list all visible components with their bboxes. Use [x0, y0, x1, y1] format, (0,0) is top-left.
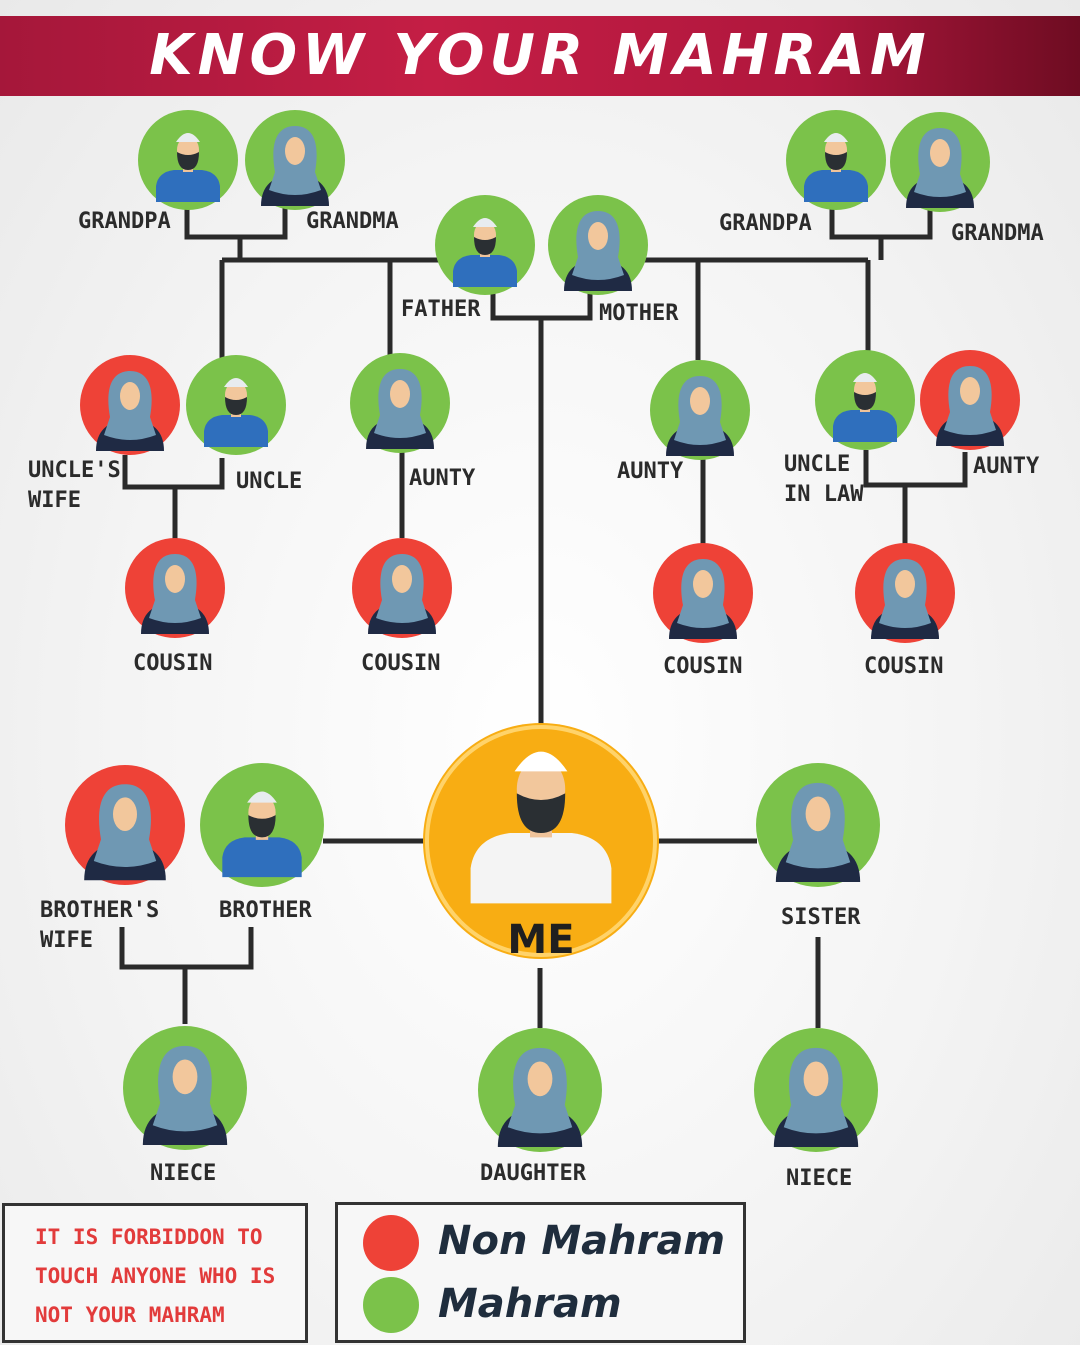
label-cousin-2: COUSIN	[361, 651, 440, 676]
person-brothers-wife	[65, 765, 185, 885]
woman-face	[895, 570, 915, 598]
person-cousin-2	[352, 538, 452, 638]
woman-face	[165, 565, 185, 593]
man-cap	[247, 791, 277, 803]
woman-face	[588, 222, 608, 250]
me-ring	[425, 725, 657, 957]
label-cousin-3: COUSIN	[663, 654, 742, 679]
woman-face	[693, 570, 713, 598]
person-sister	[756, 763, 880, 887]
person-sisters-niece	[754, 1028, 878, 1152]
legend-mahram-label: Mahram	[438, 1281, 622, 1327]
page-title: KNOW YOUR MAHRAM	[149, 23, 931, 88]
person-daughter	[478, 1028, 602, 1152]
man-beard	[248, 815, 276, 838]
man-shirt	[833, 410, 897, 442]
man-shirt	[156, 170, 220, 202]
woman-face	[392, 565, 412, 593]
woman-face	[803, 1061, 829, 1097]
man-shirt	[804, 170, 868, 202]
legend-non-mahram-label: Non Mahram	[438, 1218, 726, 1264]
label-sister: SISTER	[781, 905, 861, 930]
label-brother: BROTHER	[219, 898, 312, 923]
man-beard	[854, 392, 876, 410]
family-tree-diagram: ME GRANDPA GRANDMA FATHER MOTHER GRANDPA GRAN…	[28, 110, 1044, 1191]
man-cap	[473, 218, 497, 227]
man-beard	[225, 397, 247, 415]
woman-face	[172, 1059, 198, 1095]
label-cousin-1: COUSIN	[133, 651, 212, 676]
woman-face	[960, 377, 980, 405]
man-shirt	[222, 837, 302, 878]
man-beard	[516, 793, 566, 833]
label-paternal-aunty: AUNTY	[409, 466, 476, 491]
tree-connectors	[119, 204, 968, 1028]
label-maternal-grandma: GRANDMA	[951, 221, 1044, 246]
man-shirt	[470, 833, 612, 904]
man-shirt	[204, 415, 268, 447]
man-beard	[177, 152, 199, 170]
man-beard	[825, 152, 847, 170]
label-father: FATHER	[401, 297, 481, 322]
man-shirt	[453, 255, 517, 287]
man-cap	[824, 133, 848, 142]
person-father	[435, 195, 535, 295]
non-mahram-swatch	[363, 1215, 419, 1271]
person-cousin-3	[653, 543, 753, 643]
woman-face	[527, 1061, 553, 1097]
label-aunty-non-mahram: AUNTY	[973, 454, 1040, 479]
woman-face	[805, 796, 831, 832]
me-label: ME	[507, 917, 574, 963]
man-cap	[514, 751, 568, 772]
label-cousin-4: COUSIN	[864, 654, 943, 679]
person-maternal-grandpa	[786, 110, 886, 210]
person-uncle	[186, 355, 286, 455]
woman-face	[930, 139, 950, 167]
man-cap	[176, 133, 200, 142]
person-brothers-niece	[123, 1026, 247, 1150]
person-paternal-grandma	[245, 110, 345, 210]
label-uncle: UNCLE	[236, 469, 302, 494]
person-me: ME	[423, 723, 659, 963]
mahram-swatch	[363, 1277, 419, 1333]
person-maternal-aunty	[650, 360, 750, 460]
label-maternal-grandpa: GRANDPA	[719, 211, 812, 236]
label-brothers-niece: NIECE	[150, 1161, 216, 1186]
label-mother: MOTHER	[599, 301, 679, 326]
person-uncle-in-law	[815, 350, 915, 450]
person-cousin-4	[855, 543, 955, 643]
label-daughter: DAUGHTER	[480, 1161, 587, 1186]
person-paternal-grandpa	[138, 110, 238, 210]
person-uncles-wife	[80, 355, 180, 455]
man-cap	[853, 373, 877, 382]
label-maternal-aunty: AUNTY	[617, 459, 684, 484]
person-brother	[200, 763, 324, 887]
legend: Non Mahram Mahram	[335, 1202, 746, 1343]
person-maternal-grandma	[890, 112, 990, 212]
label-paternal-grandma: GRANDMA	[306, 209, 399, 234]
man-beard	[474, 237, 496, 255]
woman-face	[390, 380, 410, 408]
warning-note: IT IS FORBIDDON TO TOUCH ANYONE WHO IS N…	[2, 1203, 308, 1343]
woman-face	[113, 797, 137, 831]
warning-text: IT IS FORBIDDON TO TOUCH ANYONE WHO IS N…	[35, 1225, 276, 1327]
woman-face	[285, 137, 305, 165]
person-cousin-1	[125, 538, 225, 638]
woman-face	[120, 382, 140, 410]
title-banner: KNOW YOUR MAHRAM	[0, 16, 1080, 96]
man-cap	[224, 378, 248, 387]
woman-face	[690, 387, 710, 415]
person-aunty-non-mahram	[920, 350, 1020, 450]
person-mother	[548, 195, 648, 295]
label-sisters-niece: NIECE	[786, 1166, 852, 1191]
person-paternal-aunty	[350, 353, 450, 453]
label-paternal-grandpa: GRANDPA	[78, 209, 171, 234]
